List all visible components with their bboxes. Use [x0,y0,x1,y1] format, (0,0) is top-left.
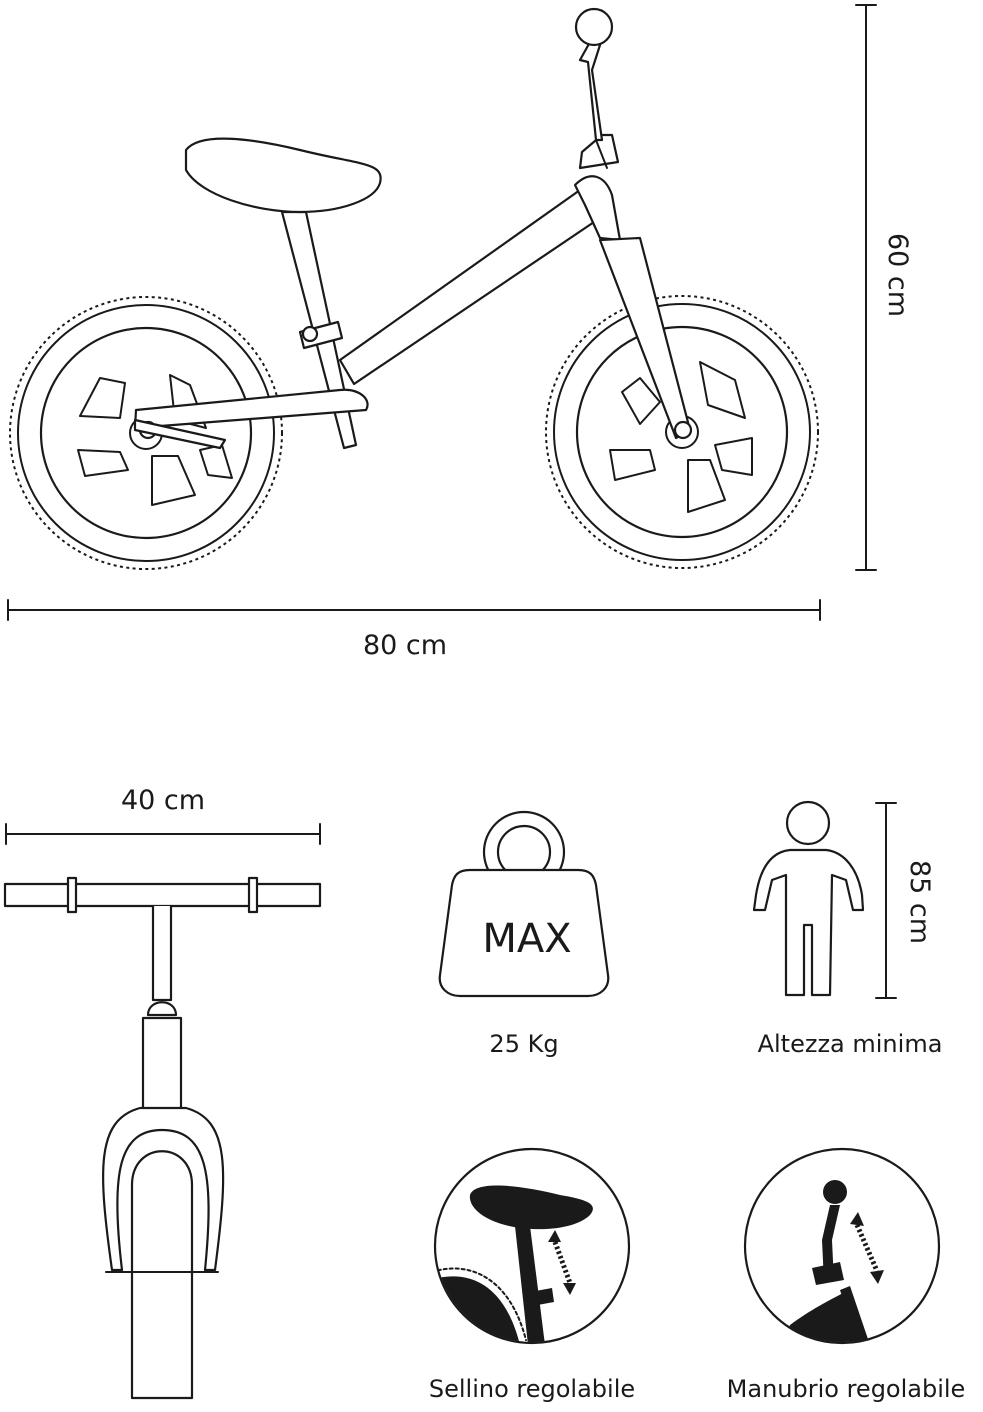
rear-wheel [9,296,283,570]
adjustable-seat-icon [433,1147,631,1345]
height-dimension: 60 cm [855,4,913,571]
max-weight-icon: MAX [438,810,610,998]
length-label: 80 cm [363,630,447,661]
handlebar-width-dimension: 40 cm [5,785,321,845]
adjustable-handlebar-label: Manubrio regolabile [727,1375,966,1403]
min-height-label: 85 cm [904,860,935,944]
bike-front-view [3,876,322,1400]
adjustable-seat-label: Sellino regolabile [429,1375,635,1403]
child-figure-icon [752,800,865,997]
bike-side-view [9,7,819,570]
adjustable-handlebar-icon [743,1147,941,1345]
length-dimension: 80 cm [7,599,821,661]
front-wheel [545,295,819,569]
handlebar-width-label: 40 cm [121,785,205,816]
bike-frame [133,7,693,450]
height-label: 60 cm [882,233,913,317]
min-height-dimension: 85 cm [875,802,935,999]
max-weight-badge: MAX [482,916,571,962]
min-height-caption: Altezza minima [758,1030,943,1058]
max-weight-label: 25 Kg [489,1030,558,1058]
